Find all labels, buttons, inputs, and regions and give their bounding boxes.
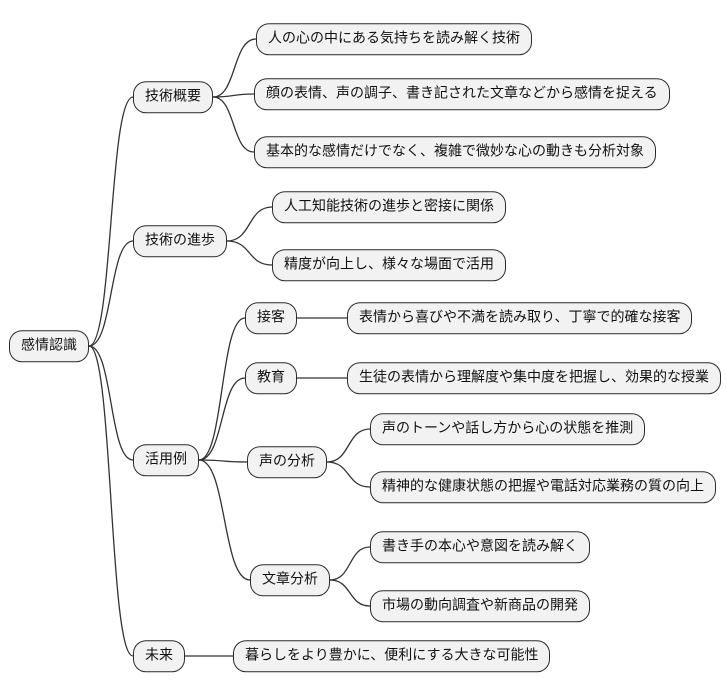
node-tech-overview-leaf-3: 基本的な感情だけでなく、複雑で微妙な心の動きも分析対象: [254, 136, 656, 168]
node-root-emotion-recognition: 感情認識: [9, 330, 89, 362]
connector-line: [212, 93, 255, 98]
node-text-analysis-leaf-1: 書き手の本心や意図を読み解く: [370, 531, 590, 563]
node-voice-analysis-leaf-2: 精神的な健康状態の把握や電話対応業務の質の向上: [370, 471, 716, 503]
node-tech-overview: 技術概要: [133, 81, 213, 113]
node-tech-progress-leaf-2: 精度が向上し、様々な場面で活用: [272, 249, 506, 281]
connector-line: [226, 206, 273, 242]
connector-line: [326, 461, 371, 488]
connector-line: [329, 546, 371, 581]
node-customer-service-leaf: 表情から喜びや不満を読み取り、丁寧で的確な接客: [347, 302, 693, 334]
node-education: 教育: [245, 362, 297, 394]
connector-line: [88, 240, 134, 347]
connector-line: [212, 38, 257, 98]
node-tech-progress-leaf-1: 人工知能技術の進歩と密接に関係: [272, 191, 506, 223]
connector-line: [88, 96, 134, 347]
connector-line: [226, 240, 273, 266]
node-text-analysis: 文章分析: [250, 564, 330, 596]
node-customer-service: 接客: [245, 302, 297, 334]
node-voice-analysis-leaf-1: 声のトーンや話し方から心の状態を推測: [370, 413, 646, 445]
connector-line: [88, 345, 134, 657]
connector-line: [198, 459, 251, 581]
connector-line: [88, 345, 134, 461]
connector-line: [198, 377, 246, 461]
connector-line: [212, 96, 255, 153]
connector-line: [198, 459, 248, 463]
connector-line: [326, 428, 371, 463]
connector-line: [329, 579, 371, 607]
node-voice-analysis: 声の分析: [247, 446, 327, 478]
connector-line: [198, 317, 246, 461]
node-use-cases: 活用例: [133, 444, 199, 476]
node-tech-overview-leaf-1: 人の心の中にある気持ちを読み解く技術: [256, 23, 532, 55]
node-tech-overview-leaf-2: 顔の表情、声の調子、書き記された文章などから感情を捉える: [254, 78, 670, 110]
node-text-analysis-leaf-2: 市場の動向調査や新商品の開発: [370, 590, 590, 622]
node-tech-progress: 技術の進歩: [133, 225, 227, 257]
node-education-leaf: 生徒の表情から理解度や集中度を把握し、効果的な授業: [347, 362, 721, 394]
node-future: 未来: [133, 640, 185, 672]
node-future-leaf: 暮らしをより豊かに、便利にする大きな可能性: [233, 640, 551, 672]
